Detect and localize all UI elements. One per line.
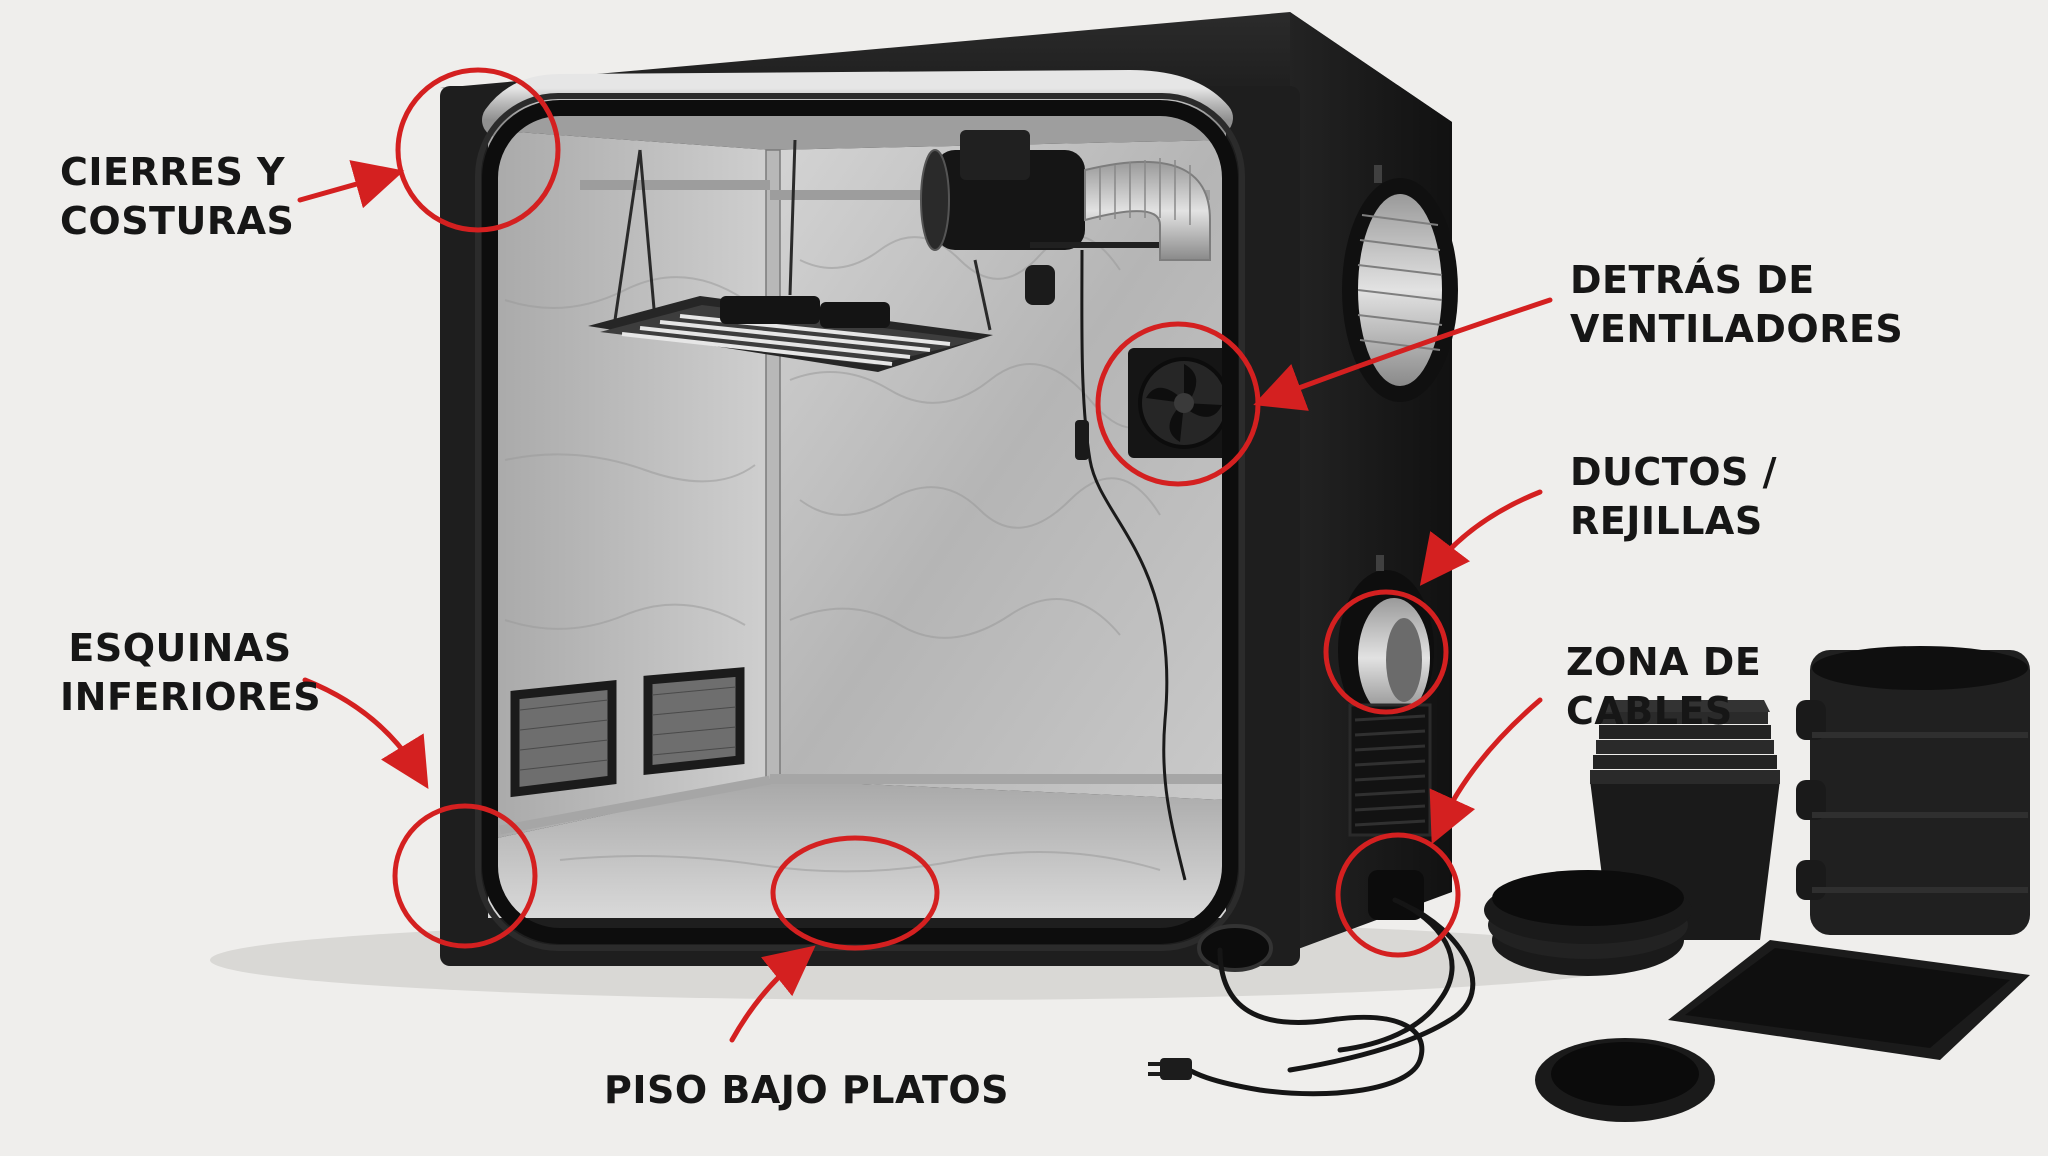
label-cables-line1: ZONA DE	[1566, 640, 1762, 684]
circle-ductos	[1323, 589, 1449, 715]
label-cierres-y-costuras: CIERRES Y COSTURAS	[60, 148, 294, 246]
label-cierres-line1: CIERRES Y	[60, 150, 286, 194]
arrow-esquinas	[302, 677, 429, 790]
ceiling-bar-left	[580, 180, 770, 190]
grow-light	[588, 139, 993, 372]
hanging-cable	[1080, 249, 1187, 881]
door-zipper-frame	[482, 100, 1238, 944]
label-esquinas-inferiores: ESQUINAS INFERIORES	[60, 624, 322, 722]
label-ductos-line1: DUCTOS /	[1570, 450, 1777, 494]
inline-fan	[920, 130, 1180, 305]
side-duct-port-top	[1342, 165, 1458, 402]
front-cable-port	[1197, 924, 1273, 972]
label-ductos-line2: REJILLAS	[1570, 499, 1763, 543]
floor-bar-back	[770, 774, 1226, 784]
label-detras-de-ventiladores: DETRÁS DE VENTILADORES	[1570, 256, 1903, 354]
label-cierres-line2: COSTURAS	[60, 199, 295, 243]
circle-piso	[770, 835, 940, 951]
light-driver	[720, 296, 820, 324]
label-esquinas-line1: ESQUINAS	[68, 626, 292, 670]
floor-cables	[1177, 897, 1476, 1097]
label-cables-line2: CABLES	[1566, 689, 1733, 733]
power-plug	[1160, 1058, 1192, 1080]
corner-pole	[765, 149, 781, 781]
drip-tray	[1668, 940, 2030, 1060]
tent-floor	[488, 780, 1226, 918]
round-saucer	[1535, 1038, 1715, 1122]
wall-fan	[1128, 348, 1240, 458]
duct-ribs	[1099, 158, 1191, 225]
floor-bar-left	[499, 775, 771, 835]
label-ductos-rejillas: DUCTOS / REJILLAS	[1570, 448, 1777, 546]
label-zona-de-cables: ZONA DE CABLES	[1566, 638, 1761, 736]
circle-esquinas	[392, 803, 538, 949]
circle-cierres	[395, 67, 561, 233]
arrow-piso	[729, 945, 816, 1043]
arrow-ventiladores	[1253, 297, 1553, 411]
circle-cables	[1335, 832, 1461, 958]
side-duct-port-lower	[1338, 555, 1434, 730]
arrow-ductos	[1419, 489, 1543, 586]
flex-duct-inside	[1084, 160, 1211, 261]
side-vent-louver	[1348, 703, 1432, 837]
label-piso-line1: PISO BAJO PLATOS	[604, 1068, 1010, 1112]
cable-plug	[1075, 420, 1089, 460]
arrow-cierres	[297, 160, 405, 209]
label-piso-bajo-platos: PISO BAJO PLATOS	[604, 1066, 1009, 1115]
annotation-arrows	[297, 160, 1553, 1043]
vent-window-2	[643, 667, 745, 776]
vent-mesh	[519, 686, 737, 771]
saucer-stack	[1484, 870, 1692, 976]
label-ventiladores-line1: DETRÁS DE	[1570, 258, 1815, 302]
label-ventiladores-line2: VENTILADORES	[1570, 307, 1904, 351]
arrow-cables	[1429, 697, 1543, 845]
vent-window-1	[510, 680, 617, 798]
tent-ceiling	[488, 110, 1226, 150]
label-esquinas-line2: INFERIORES	[60, 675, 322, 719]
fabric-pot-stack	[1796, 646, 2030, 935]
